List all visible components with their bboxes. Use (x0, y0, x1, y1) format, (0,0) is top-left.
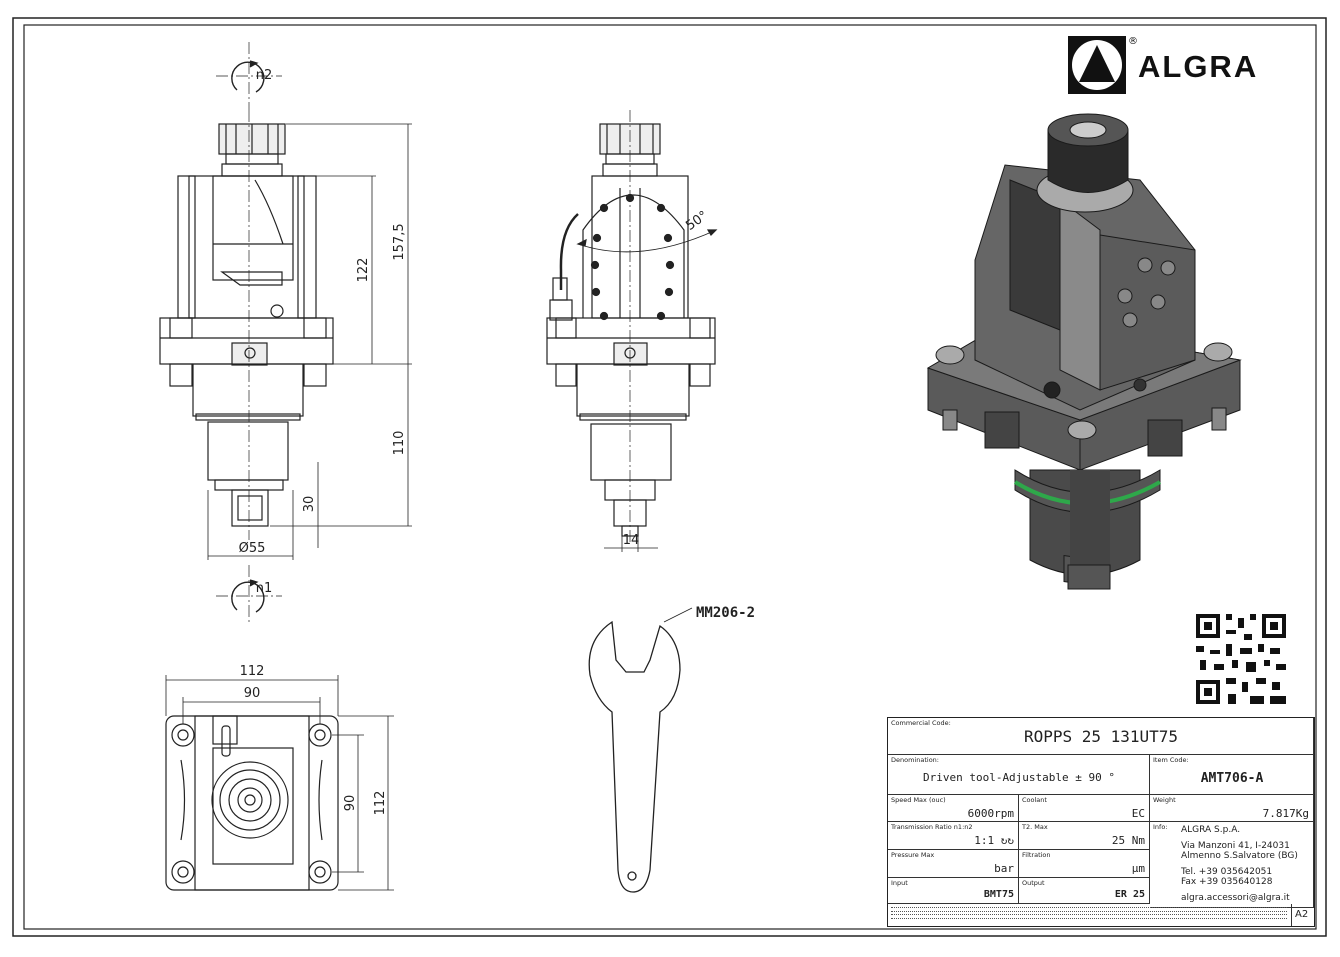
speed-cell: Speed Max (ouc) 6000rpm (888, 795, 1019, 822)
torque-cell: T2. Max 25 Nm (1019, 822, 1150, 850)
dim-inner-height: 90 (343, 795, 358, 812)
ratio-cell: Transmission Ratio n1:n2 1:1 ↻↻ (888, 822, 1019, 850)
commercial-code-label: Commercial Code: (891, 719, 951, 727)
denomination-cell: Denomination: Driven tool-Adjustable ± 9… (888, 755, 1150, 795)
registered-mark: ® (1128, 36, 1138, 47)
dim-total-height: 157,5 (392, 223, 407, 260)
torque-label: T2. Max (1022, 823, 1048, 831)
wrench-code: MM206-2 (696, 605, 755, 621)
qr-code (1196, 614, 1286, 704)
rotation-direction-icon: ↻↻ (1000, 834, 1014, 847)
isometric-view (926, 113, 1242, 590)
filtration-unit: µm (1131, 862, 1145, 875)
info-fax: Fax +39 035640128 (1181, 877, 1273, 887)
ratio-value: 1:1 ↻↻ (974, 834, 1014, 847)
rotation-label-n1: n1 (256, 581, 273, 596)
weight-label: Weight (1153, 796, 1176, 804)
item-code-cell: Item Code: AMT706-A (1150, 755, 1314, 795)
coolant-label: Coolant (1022, 796, 1047, 804)
side-view (546, 110, 718, 552)
rotation-label-n2: n2 (256, 68, 273, 83)
input-value: BMT75 (983, 889, 1014, 900)
wrench-drawing (588, 607, 693, 893)
company-info: ALGRA S.p.A. Via Manzoni 41, I-24031 Alm… (1181, 825, 1298, 903)
sheet-size-cell: A2 (1292, 904, 1314, 926)
dim-shaft-height: 30 (302, 496, 317, 513)
dim-angle: 50° (683, 208, 710, 234)
output-cell: Output ER 25 (1019, 878, 1150, 904)
pressure-cell: Pressure Max bar (888, 850, 1019, 878)
dim-lower-height: 110 (392, 431, 407, 456)
info-address2: Almenno S.Salvatore (BG) (1181, 851, 1298, 861)
info-tel: Tel. +39 035642051 (1181, 867, 1273, 877)
info-cell: Info: ALGRA S.p.A. Via Manzoni 41, I-240… (1150, 822, 1314, 908)
pressure-unit: bar (994, 862, 1014, 875)
dim-tang: 14 (623, 533, 640, 548)
pressure-label: Pressure Max (891, 851, 935, 859)
torque-value: 25 Nm (1111, 834, 1145, 847)
outer-frame (12, 17, 1327, 937)
bottom-view-dimensions (165, 675, 394, 891)
output-value: ER 25 (1114, 889, 1145, 900)
denomination-label: Denomination: (891, 756, 939, 764)
speed-label: Speed Max (ouc) (891, 796, 946, 804)
legal-notice-strip (888, 904, 1292, 926)
front-view (159, 42, 334, 625)
algra-logo-mark (1068, 36, 1126, 94)
filtration-cell: Filtration µm (1019, 850, 1150, 878)
dim-body-height: 122 (356, 258, 371, 283)
coolant-cell: Coolant EC (1019, 795, 1150, 822)
info-email: algra.accessori@algra.it (1181, 893, 1290, 903)
item-code: AMT706-A (1200, 771, 1264, 786)
dim-outer-width: 112 (240, 664, 265, 679)
dim-outer-height: 112 (373, 791, 388, 816)
info-company: ALGRA S.p.A. (1181, 825, 1241, 835)
info-address1: Via Manzoni 41, I-24031 (1181, 841, 1290, 851)
coolant-value: EC (1131, 807, 1145, 820)
weight-value: 7.817Kg (1262, 807, 1309, 820)
speed-value: 6000rpm (967, 807, 1014, 820)
weight-cell: Weight 7.817Kg (1150, 795, 1314, 822)
dim-diameter: Ø55 (239, 541, 266, 556)
item-code-label: Item Code: (1153, 756, 1189, 764)
info-label: Info: (1153, 823, 1168, 831)
bottom-view (165, 715, 339, 891)
sheet-size: A2 (1295, 909, 1309, 920)
front-view-dimensions (207, 123, 412, 560)
input-cell: Input BMT75 (888, 878, 1019, 904)
commercial-code: ROPPS 25 131UT75 (1023, 727, 1179, 746)
dim-inner-width: 90 (244, 686, 261, 701)
inner-frame (23, 24, 1317, 930)
title-block: Commercial Code: ROPPS 25 131UT75 Denomi… (887, 717, 1315, 927)
commercial-code-cell: Commercial Code: ROPPS 25 131UT75 (888, 718, 1314, 755)
output-label: Output (1022, 879, 1045, 887)
denomination: Driven tool-Adjustable ± 90 ° (922, 771, 1116, 784)
input-label: Input (891, 879, 908, 887)
ratio-label: Transmission Ratio n1:n2 (891, 823, 973, 831)
filtration-label: Filtration (1022, 851, 1051, 859)
brand-name: ALGRA (1138, 49, 1259, 84)
